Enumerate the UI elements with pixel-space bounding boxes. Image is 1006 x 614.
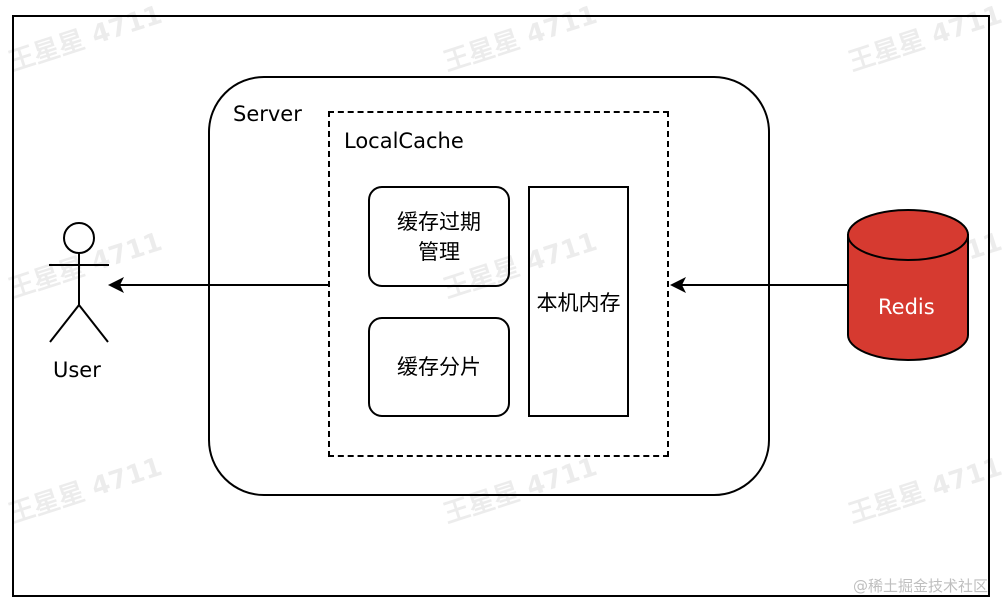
diagram-frame [12,15,990,597]
localcache-container [328,111,669,457]
site-credit: @稀土掘金技术社区 [852,577,988,595]
user-label: User [53,358,101,382]
server-label: Server [233,102,302,126]
user-icon [49,222,109,343]
arrowhead-user [108,277,124,293]
redis-label: Redis [878,295,935,319]
arrowhead-server [670,277,686,293]
redis-database-icon [847,209,969,361]
cache-shard-box: 缓存分片 [368,317,510,417]
local-memory-box: 本机内存 [528,186,629,417]
localcache-label: LocalCache [344,129,464,153]
cache-expiry-box: 缓存过期 管理 [368,186,510,287]
